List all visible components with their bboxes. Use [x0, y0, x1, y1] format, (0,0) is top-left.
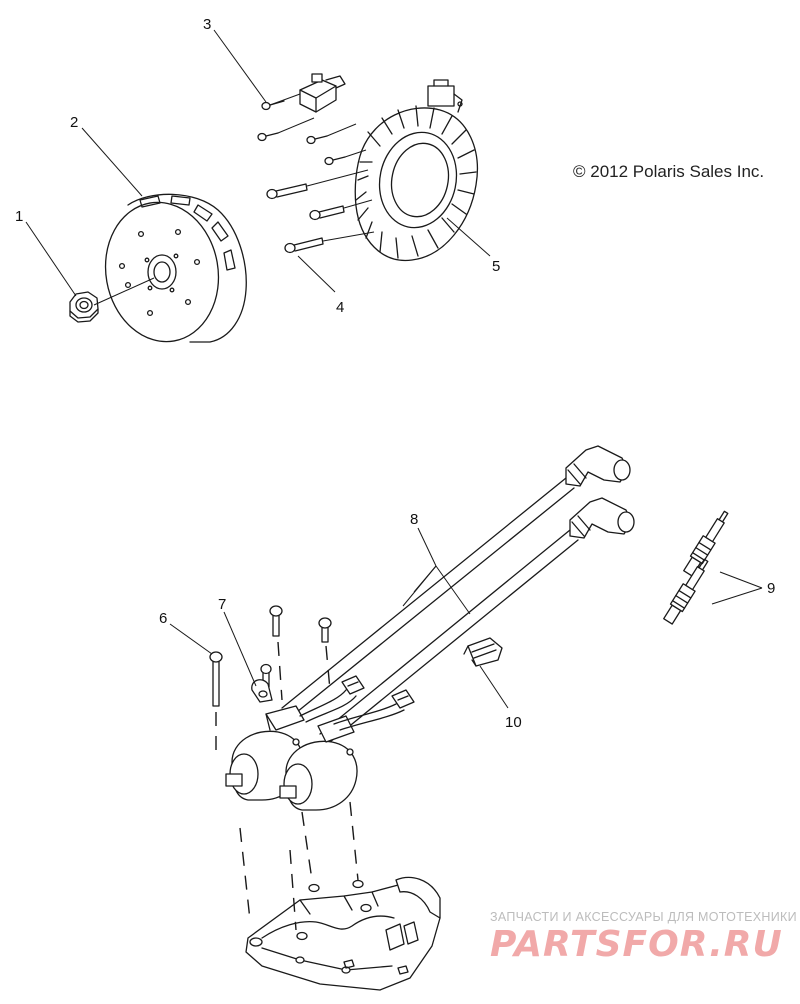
watermark-tagline: ЗАПЧАСТИ И АКСЕССУАРЫ ДЛЯ МОТОТЕХНИКИ — [490, 910, 797, 924]
flywheel-nut — [69, 291, 99, 323]
flywheel — [104, 193, 247, 343]
callout-10: 10 — [505, 714, 522, 731]
copyright-notice: © 2012 Polaris Sales Inc. — [573, 162, 765, 181]
callout-2: 2 — [70, 114, 78, 131]
mounting-bracket — [245, 876, 441, 991]
callout-8: 8 — [410, 511, 418, 528]
spark-plug-lead — [281, 445, 635, 743]
spark-plug — [663, 510, 729, 625]
stator-screw — [266, 183, 345, 254]
watermark-logo: PARTSFOR.RU — [490, 924, 783, 965]
coil-screw — [209, 605, 332, 707]
callout-1: 1 — [15, 208, 23, 225]
leader-lines — [25, 29, 763, 709]
pickup-screw — [257, 100, 346, 166]
pickup-sensor — [299, 73, 346, 113]
callout-9: 9 — [767, 580, 775, 597]
ignition-coil — [225, 675, 415, 811]
stator — [354, 79, 478, 262]
clamp — [251, 679, 273, 703]
alignment-lines — [215, 641, 359, 931]
callout-7: 7 — [218, 596, 226, 613]
callout-labels: 1 2 3 4 5 6 7 8 9 10 — [15, 16, 775, 731]
callout-6: 6 — [159, 610, 167, 627]
callout-5: 5 — [492, 258, 500, 275]
callout-4: 4 — [336, 299, 344, 316]
wire-clip — [463, 637, 503, 667]
callout-3: 3 — [203, 16, 211, 33]
